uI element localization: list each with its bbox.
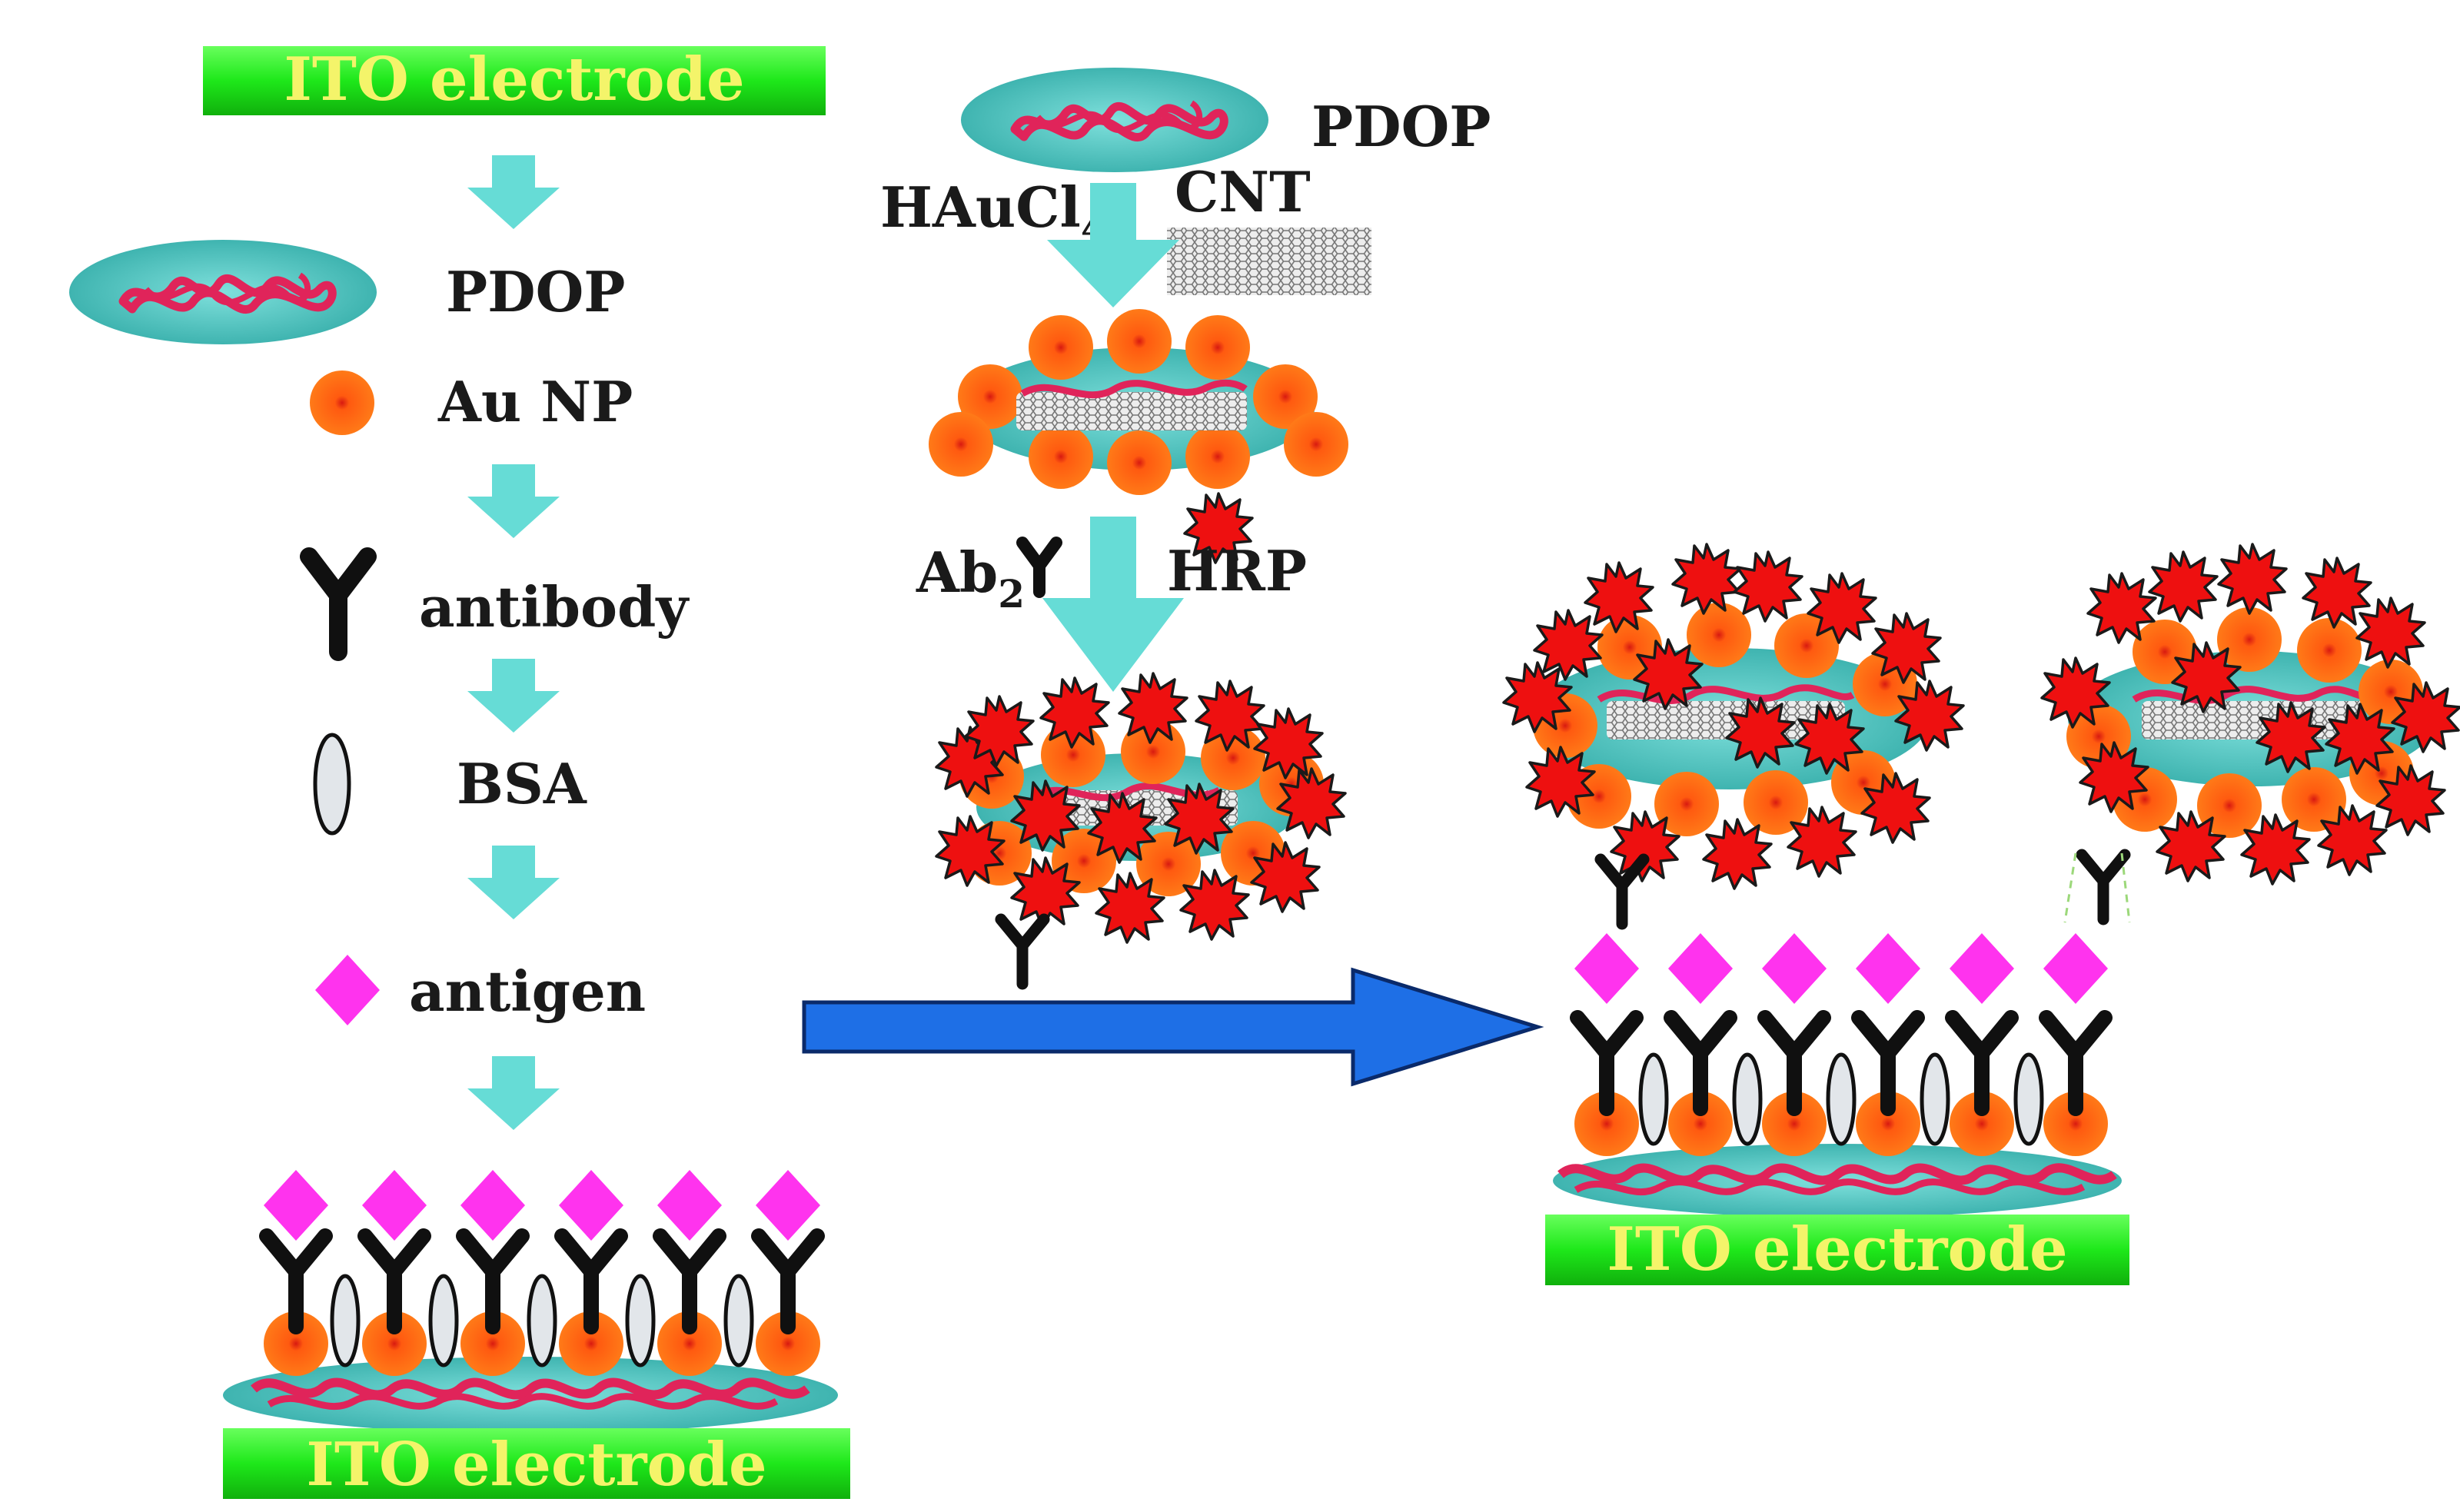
ab2-icon xyxy=(1016,537,1062,598)
au-np-legend-label: Au NP xyxy=(437,369,633,434)
ito-electrode-top: ITO electrode xyxy=(203,45,826,115)
flow-arrow-1 xyxy=(467,155,560,229)
ito-electrode-top-label: ITO electrode xyxy=(284,45,744,115)
pdop-legend-label: PDOP xyxy=(446,259,625,324)
antibody-legend-label: antibody xyxy=(419,574,690,640)
pdop-top-icon xyxy=(961,68,1268,172)
right-sandwich-electrode: ITO electrode xyxy=(1545,933,2129,1285)
antibody-legend-icon xyxy=(300,547,377,661)
right-ito-electrode-label: ITO electrode xyxy=(1607,1215,2067,1284)
flow-arrow-4 xyxy=(467,846,560,919)
bsa-legend-label: BSA xyxy=(457,751,587,816)
flow-arrow-5 xyxy=(467,1056,560,1130)
au-np-legend-icon xyxy=(310,371,374,435)
pdop-legend-icon xyxy=(69,240,377,344)
hrp-ab2-conjugate xyxy=(935,672,1347,984)
bsa-legend-icon xyxy=(313,733,351,836)
left-ito-electrode xyxy=(223,1428,850,1499)
left-ito-electrode-label: ITO electrode xyxy=(306,1430,766,1500)
cnt-icon xyxy=(1167,228,1371,295)
pdop-au-cnt-composite xyxy=(929,309,1348,495)
flow-arrow-mid-1 xyxy=(1047,183,1179,307)
right-ito-electrode xyxy=(1545,1215,2129,1285)
antigen-legend-icon xyxy=(315,955,380,1025)
antigen-legend-label: antigen xyxy=(409,959,646,1024)
flow-arrow-3 xyxy=(467,659,560,733)
main-blue-arrow xyxy=(802,967,1544,1087)
hrp-label: HRP xyxy=(1167,538,1307,603)
left-assembled-electrode: ITO electrode xyxy=(223,1170,850,1500)
cnt-label: CNT xyxy=(1175,159,1311,224)
bound-conjugate-2 xyxy=(2040,543,2460,922)
flow-arrow-2 xyxy=(467,464,560,538)
ab2-label: Ab2 xyxy=(916,540,1025,616)
left-antigen-row xyxy=(264,1170,820,1241)
pdop-top-label: PDOP xyxy=(1311,94,1491,159)
right-antigen-row xyxy=(1574,933,2108,1004)
bound-conjugate-1 xyxy=(1502,543,1965,924)
flow-arrow-mid-2 xyxy=(1042,517,1184,692)
